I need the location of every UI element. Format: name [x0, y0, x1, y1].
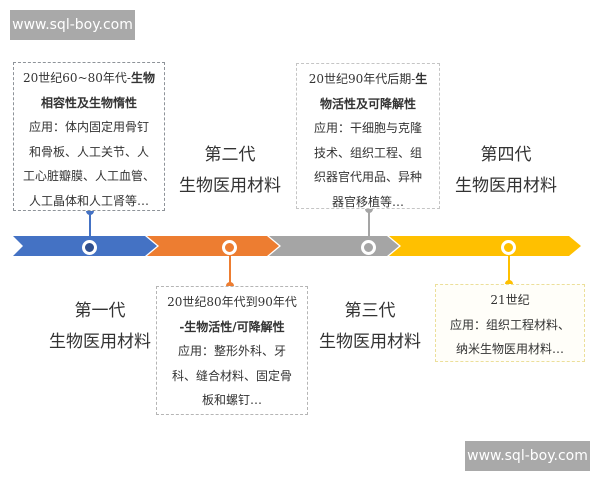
- timeline-node-gen4: [501, 240, 516, 255]
- generation-subtitle: 生物医用材料: [455, 176, 557, 196]
- generation-subtitle: 生物医用材料: [49, 332, 151, 352]
- connector-gen3: [368, 209, 370, 238]
- property-text: -生物活性/可降解性: [179, 319, 285, 334]
- period-text: 21世纪: [490, 293, 530, 307]
- connector-gen4: [508, 254, 510, 284]
- period-text: 20世纪80年代到90年代: [167, 295, 297, 309]
- application-line: 技术、组织工程、组: [313, 145, 422, 160]
- application-line: 应用：体内固定用骨钉: [28, 120, 149, 134]
- generation-title: 第一代: [74, 301, 126, 321]
- description-box-gen3: 20世纪90年代后期-生 物活性及可降解性 应用：干细胞与克隆 技术、组织工程、…: [296, 63, 440, 209]
- application-line: 纳米生物医用材料…: [455, 342, 564, 356]
- application-line: 应用：干细胞与克隆: [313, 121, 422, 135]
- application-line: 和骨板、人工关节、人: [28, 144, 149, 159]
- generation-label-gen3: 第三代 生物医用材料: [310, 296, 430, 358]
- connector-dot-gen3: [365, 205, 373, 213]
- connector-gen1: [89, 211, 91, 238]
- application-line: 应用：整形外科、牙: [177, 344, 286, 358]
- connector-gen2: [229, 254, 231, 286]
- application-line: 织器官代用品、异种: [313, 170, 422, 184]
- generation-label-gen4: 第四代 生物医用材料: [446, 140, 566, 202]
- generation-title: 第四代: [480, 145, 532, 165]
- application-line: 人工晶体和人工肾等…: [28, 193, 149, 208]
- connector-dot-gen1: [86, 207, 94, 215]
- period-text: 20世纪60~80年代-生物: [23, 71, 155, 85]
- property-text: 相容性及生物惰性: [40, 95, 137, 110]
- generation-subtitle: 生物医用材料: [319, 332, 421, 352]
- arrow-segment-gen2: [147, 236, 279, 256]
- timeline-node-gen2: [222, 240, 237, 255]
- timeline-arrow-bar: [13, 236, 583, 256]
- timeline-node-gen1: [82, 240, 97, 255]
- property-text: 物活性及可降解性: [319, 96, 416, 111]
- generation-label-gen2: 第二代 生物医用材料: [170, 140, 290, 202]
- generation-title: 第三代: [344, 301, 396, 321]
- watermark-bottom: www.sql-boy.com: [465, 441, 590, 471]
- application-line: 应用：组织工程材料、: [449, 317, 570, 332]
- application-line: 科、缝合材料、固定骨: [171, 368, 292, 383]
- generation-title: 第二代: [204, 145, 256, 165]
- application-line: 器官移植等…: [331, 194, 404, 209]
- description-box-gen4: 21世纪 应用：组织工程材料、 纳米生物医用材料…: [435, 284, 585, 362]
- watermark-top: www.sql-boy.com: [10, 10, 135, 40]
- application-line: 工心脏瓣膜、人工血管、: [22, 169, 155, 183]
- period-text: 20世纪90年代后期-生: [308, 72, 428, 86]
- timeline-node-gen3: [361, 240, 376, 255]
- description-box-gen1: 20世纪60~80年代-生物 相容性及生物惰性 应用：体内固定用骨钉 和骨板、人…: [13, 62, 165, 211]
- description-box-gen2: 20世纪80年代到90年代 -生物活性/可降解性 应用：整形外科、牙 科、缝合材…: [156, 286, 308, 415]
- arrow-segment-gen3: [269, 236, 399, 256]
- generation-label-gen1: 第一代 生物医用材料: [30, 296, 170, 358]
- generation-subtitle: 生物医用材料: [179, 176, 281, 196]
- application-line: 板和螺钉…: [201, 393, 262, 407]
- arrow-segment-gen4: [389, 236, 581, 256]
